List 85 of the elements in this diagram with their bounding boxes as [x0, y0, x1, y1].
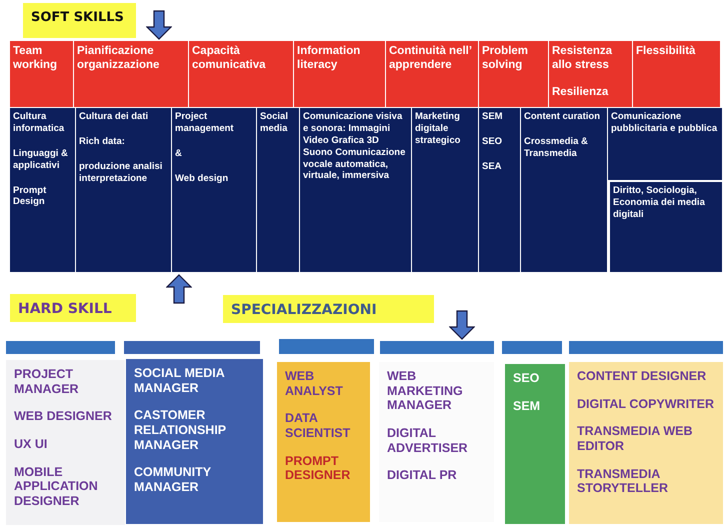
skill-text: Comunicazione visiva e sonora: Immagini Video Grafica 3D Suono Comunicazione vocale automatica, virtuale, immersiva: [303, 111, 406, 182]
heading-box: [223, 295, 434, 323]
skill-text: Team working: [13, 44, 58, 73]
soft-skill-cell: [386, 41, 478, 107]
skill-area-cell: [257, 108, 299, 272]
skill-text: Cultura dei dati: [79, 111, 150, 123]
role-text: MOBILE APPLICATION DESIGNER: [14, 464, 99, 508]
role-column: [505, 364, 565, 524]
role-text: SEO: [513, 371, 540, 386]
role-column: [126, 359, 263, 524]
heading-box: [10, 294, 136, 322]
role-text: TRANSMEDIA STORYTELLER: [577, 466, 669, 496]
role-column: [569, 362, 723, 524]
direction-arrow: [449, 310, 475, 340]
skill-text: SEM: [482, 111, 504, 123]
role-text: DIGITAL ADVERTISER: [387, 426, 469, 456]
soft-skill-cell: [74, 41, 188, 107]
skill-area-cell: [76, 108, 171, 272]
soft-skill-cell: [633, 41, 720, 107]
skill-text: produzione analisi interpretazione: [79, 160, 164, 184]
skill-text: Crossmedia & Transmedia: [524, 136, 589, 160]
heading-text: HARD SKILL: [18, 301, 113, 318]
header-bar: [502, 341, 562, 354]
role-text: PROJECT MANAGER: [14, 367, 80, 396]
skill-text: Resistenza allo stress: [552, 44, 614, 73]
skill-text: Continuità nell’ apprendere: [389, 44, 472, 73]
header-bar: [569, 341, 723, 354]
skill-text: Linguaggi & applicativi: [13, 148, 69, 172]
role-text: DIGITAL PR: [387, 468, 458, 483]
skill-text: Capacità comunicativa: [192, 44, 266, 73]
role-text: WEB DESIGNER: [14, 409, 113, 424]
role-column: [6, 360, 125, 525]
skill-text: SEA: [482, 160, 503, 173]
soft-skill-cell: [549, 41, 632, 107]
skill-text: Marketing digitale strategico: [415, 111, 462, 147]
header-bar: [380, 341, 494, 354]
soft-skill-cell: [10, 41, 73, 107]
skill-text: Rich data:: [79, 136, 126, 148]
skill-text: Social media: [260, 111, 289, 135]
skill-area-cell: [610, 182, 722, 272]
header-bar: [6, 341, 115, 354]
role-text: WEB MARKETING MANAGER: [387, 369, 464, 413]
role-text: WEB ANALYST: [285, 369, 344, 398]
heading-text: SPECIALIZZAZIONI: [231, 302, 378, 320]
heading-box: [23, 3, 136, 38]
skill-text: Diritto, Sociologia, Economia dei media digitali: [613, 185, 706, 221]
skill-area-cell: [10, 108, 75, 272]
role-text: DATA SCIENTIST: [285, 411, 352, 440]
skill-text: Prompt Design: [13, 184, 48, 208]
skill-text: Project management: [175, 111, 235, 135]
role-text: SOCIAL MEDIA MANAGER: [134, 366, 226, 396]
skill-text: Cultura informatica: [13, 111, 66, 135]
skill-text: Flessibilità: [636, 44, 696, 58]
header-bar: [124, 341, 260, 354]
role-text: UX UI: [14, 436, 48, 452]
direction-arrow: [166, 274, 192, 304]
soft-skill-cell: [479, 41, 548, 107]
soft-skill-cell: [294, 41, 385, 107]
heading-text: SOFT SKILLS: [31, 10, 125, 26]
role-text: PROMPT DESIGNER: [285, 454, 352, 483]
role-text: DIGITAL COPYWRITER: [577, 396, 715, 412]
header-bar: [279, 339, 374, 354]
skill-text: Comunicazione pubblicitaria e pubblica: [611, 111, 718, 135]
skill-text: Content curation: [524, 111, 601, 123]
skill-text: Pianificazione organizzazione: [77, 44, 160, 73]
role-text: SEM: [513, 398, 542, 414]
skill-area-cell: [479, 108, 520, 272]
skill-text: Information literacy: [297, 44, 362, 73]
role-column: [277, 362, 370, 522]
role-text: TRANSMEDIA WEB EDITOR: [577, 424, 694, 454]
role-text: CONTENT DESIGNER: [577, 369, 708, 384]
skill-text: &: [175, 148, 183, 160]
skill-area-cell: [521, 108, 607, 272]
role-text: CASTOMER RELATIONSHIP MANAGER: [134, 408, 227, 452]
skill-area-cell: [172, 108, 256, 272]
skill-area-cell: [412, 108, 478, 272]
soft-skill-cell: [189, 41, 293, 107]
skill-area-cell: [300, 108, 411, 272]
role-text: COMMUNITY MANAGER: [134, 465, 212, 494]
skill-text: Web design: [175, 172, 230, 184]
skill-area-cell: [608, 108, 722, 180]
skill-text: Problem solving: [482, 44, 530, 73]
direction-arrow: [146, 10, 172, 40]
skill-text: SEO: [482, 136, 504, 148]
skill-text: Resilienza: [552, 84, 610, 99]
